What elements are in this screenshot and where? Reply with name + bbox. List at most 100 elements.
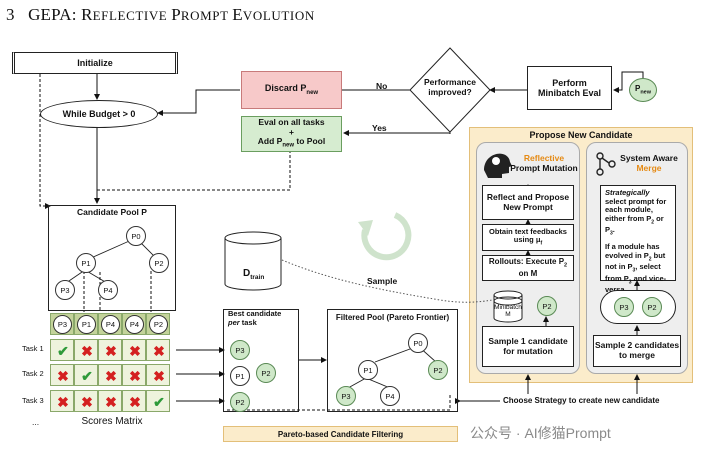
cross-icon: ✖ (81, 342, 93, 359)
merge-desc3: but not in P (605, 251, 666, 272)
while-budget-label: While Budget > 0 (62, 108, 136, 119)
score-cell: ✔ (74, 364, 98, 386)
head-icon (484, 153, 512, 178)
pool-node-p2: P2 (149, 253, 169, 273)
watermark: 公众号 · AI修猫Prompt (470, 423, 611, 443)
decision-diamond (409, 47, 491, 133)
scores-col-node-1: P3 (53, 315, 72, 334)
merge-desc-d: . (612, 225, 615, 235)
score-cell: ✖ (122, 364, 146, 386)
reflective-word: Reflective (523, 153, 565, 163)
merge-desc4: , select from P (605, 262, 661, 283)
score-cell: ✖ (122, 339, 146, 361)
obtain-sub: f (540, 240, 543, 247)
filtered-node-p1: P1 (358, 360, 378, 380)
sample-merge-box: Sample 2 candidates to merge (593, 335, 681, 367)
merge-desc5: and vice-versa. (605, 273, 667, 294)
no-label: No (376, 81, 388, 91)
score-cell: ✖ (74, 339, 98, 361)
title-rest-reflective: EFLECTIVE (92, 8, 172, 23)
eval-line3-sub: new (282, 143, 295, 150)
score-cell: ✖ (74, 390, 98, 412)
eval-line3a: Add P (257, 136, 283, 147)
rollouts-label-b: on M (518, 269, 538, 279)
discard-label: Discard P (264, 83, 307, 94)
scores-ellipsis: ... (32, 417, 40, 427)
scores-col-node-4: P4 (125, 315, 144, 334)
sample-mutation-box: Sample 1 candidate for mutation (482, 326, 574, 367)
cross-icon: ✖ (81, 393, 93, 410)
cross-icon: ✖ (153, 342, 165, 359)
cross-icon: ✖ (57, 393, 69, 410)
best-node-task3: P2 (230, 392, 250, 412)
check-icon: ✔ (81, 367, 93, 384)
section-title-main: GEPA: (28, 5, 82, 24)
perform-eval-box: Perform Minibatch Eval (527, 66, 612, 110)
best-candidate-box (223, 309, 299, 412)
task2-label: Task 2 (22, 369, 44, 378)
rollouts-sub: 2 (564, 263, 568, 270)
watermark-text: 公众号 · AI修猫Prompt (470, 425, 611, 441)
initialize-box: Initialize (12, 52, 178, 74)
while-budget-oval: While Budget > 0 (40, 100, 158, 128)
merge-title-b: Merge (636, 162, 662, 173)
check-icon: ✔ (153, 393, 165, 410)
best-title-rest: task (239, 317, 257, 327)
initialize-label: Initialize (77, 57, 113, 68)
merge-desc-b: select prompt for each module, either fr… (605, 196, 667, 223)
dtrain-sub: train (250, 274, 265, 281)
pool-node-p3: P3 (55, 280, 75, 300)
merge-nodes-oval (600, 290, 676, 324)
filtered-node-p4: P4 (380, 386, 400, 406)
discard-sub: new (306, 89, 319, 96)
yes-label: Yes (372, 123, 387, 133)
scores-col-header-2: P1 (74, 313, 98, 335)
cross-icon: ✖ (129, 367, 141, 384)
title-cap-r: R (81, 5, 93, 24)
score-cell: ✖ (146, 339, 170, 361)
score-cell: ✔ (146, 390, 170, 412)
pareto-filtering-label: Pareto-based Candidate Filtering (277, 429, 404, 439)
eval-add-box: Eval on all tasks + Add Pnew to Pool (241, 116, 342, 152)
scores-col-node-5: P2 (149, 315, 168, 334)
section-number: 3 (6, 5, 15, 24)
rollouts-label: Rollouts: Execute P (488, 257, 565, 267)
eval-line3b: to Pool (294, 136, 326, 147)
score-cell: ✔ (50, 339, 74, 361)
candidate-pool-box (48, 205, 176, 311)
best-candidate-title: Best candidate per task (228, 309, 281, 327)
merge-node-p3: P3 (614, 297, 634, 317)
scores-matrix-title: Scores Matrix (81, 416, 143, 427)
perform-eval-label: Perform Minibatch Eval (538, 77, 602, 98)
dtrain-d: D (243, 268, 251, 279)
cross-icon: ✖ (153, 367, 165, 384)
score-cell: ✖ (98, 390, 122, 412)
figure-title: 3 GEPA: REFLECTIVE PROMPT EVOLUTION (6, 5, 315, 25)
best-title-italic: per (228, 317, 240, 327)
filtered-node-p2: P2 (428, 360, 448, 380)
minibatch-database (493, 290, 523, 323)
reflect-propose-label: Reflect and Propose New Prompt (486, 191, 570, 212)
choose-strategy-label: Choose Strategy to create new candidate (503, 396, 660, 405)
scores-col-node-3: P4 (101, 315, 120, 334)
sample-merge-label: Sample 2 candidates to merge (594, 340, 680, 360)
merge-desc2: If a module has evolved in P (605, 242, 660, 260)
eval-line2: + (289, 126, 294, 137)
filtered-node-p3: P3 (336, 386, 356, 406)
score-cell: ✖ (98, 339, 122, 361)
cross-icon: ✖ (129, 393, 141, 410)
filtered-node-p0: P0 (408, 333, 428, 353)
score-cell: ✖ (50, 390, 74, 412)
merge-node-p2: P2 (642, 297, 662, 317)
merge-icon (596, 152, 616, 176)
p-new-label: P (634, 84, 641, 94)
score-cell: ✖ (146, 364, 170, 386)
sample-label: Sample (367, 276, 398, 286)
cross-icon: ✖ (105, 367, 117, 384)
p-new-node: Pnew (629, 78, 657, 102)
pool-node-p0: P0 (126, 226, 146, 246)
scores-col-header-5: P2 (146, 313, 170, 335)
cycle-watermark (361, 212, 412, 261)
reflective-rest: Prompt Mutation (510, 162, 578, 173)
